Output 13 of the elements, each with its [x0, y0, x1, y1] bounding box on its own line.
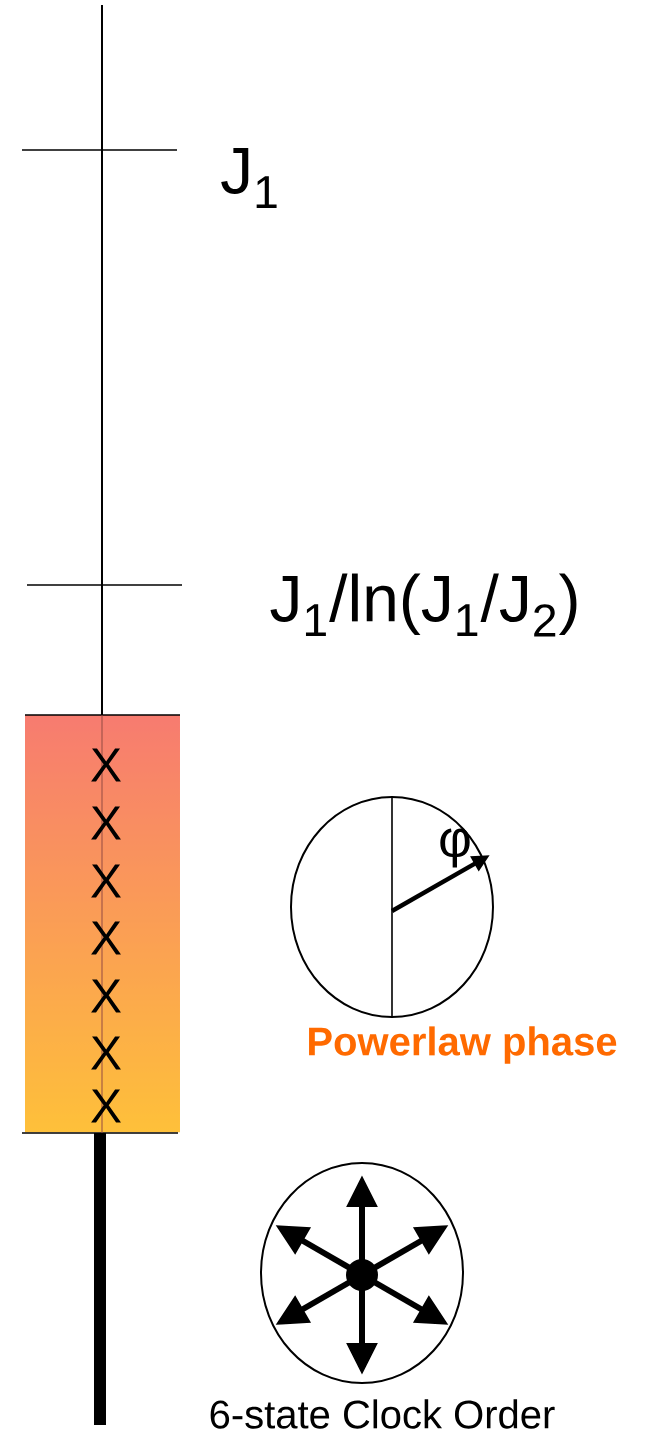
phase-caption: Powerlaw phase: [309, 1026, 617, 1064]
x-mark: X: [91, 1036, 121, 1070]
x-mark: X: [91, 864, 121, 898]
clock-circle-drawing: [260, 1162, 464, 1384]
clock-caption: 6-state Clock Order: [210, 1399, 555, 1429]
x-mark: X: [91, 921, 121, 955]
x-mark: X: [91, 1089, 121, 1123]
x-mark: X: [91, 748, 121, 782]
coupling-label: J$_{1}$/ln(J$_{1}$/J$_{2}$): [270, 573, 577, 637]
coupling-label: J$_{1}$: [221, 147, 277, 209]
x-mark: X: [91, 979, 121, 1013]
x-mark: X: [91, 806, 121, 840]
angle-symbol: φ: [440, 828, 470, 868]
